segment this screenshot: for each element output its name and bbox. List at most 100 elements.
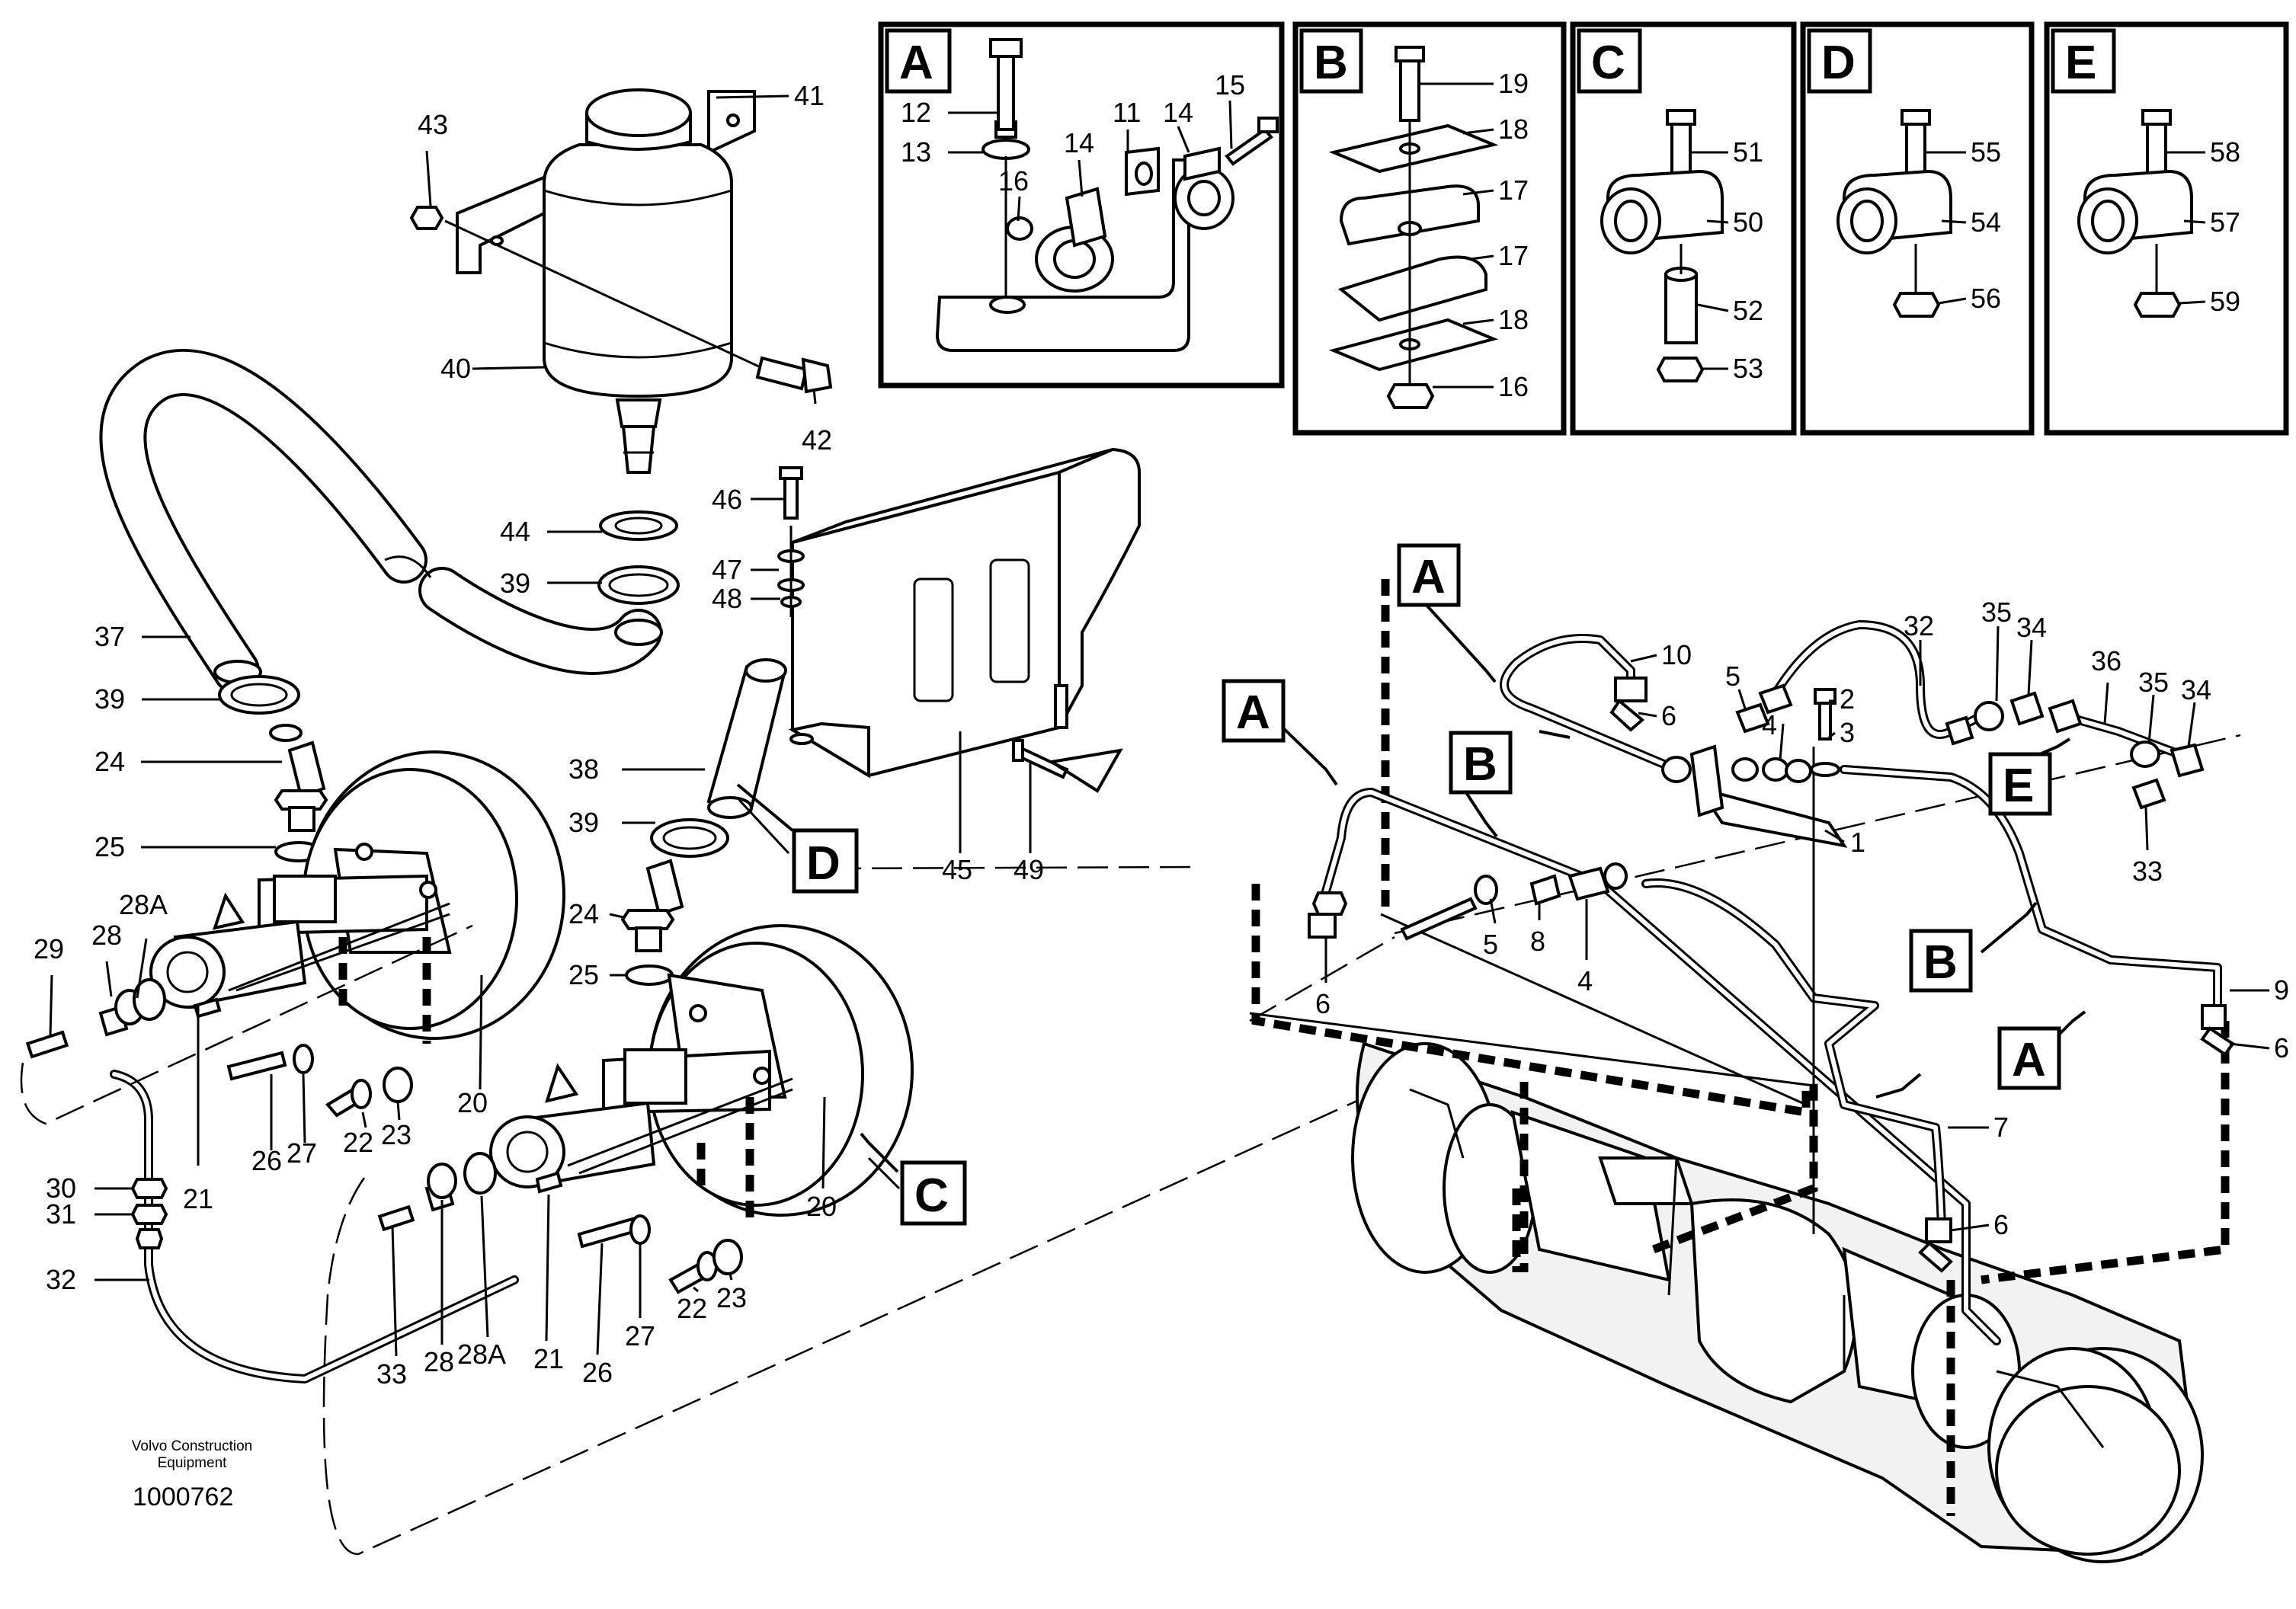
callout-43: 43 xyxy=(418,109,448,140)
callout-35-top: 35 xyxy=(1981,597,2012,628)
callout-44: 44 xyxy=(500,516,530,547)
callout-21-left: 21 xyxy=(183,1183,213,1214)
callout-18-top: 18 xyxy=(1498,114,1529,145)
callout-54: 54 xyxy=(1971,206,2001,238)
callout-26-left: 26 xyxy=(251,1145,282,1176)
hose-clamp-39-left xyxy=(218,675,300,715)
right-cylinder-fittings xyxy=(377,1152,743,1294)
callout-16-a: 16 xyxy=(998,165,1029,197)
callout-39-left: 39 xyxy=(94,683,125,715)
callout-33-right: 33 xyxy=(2132,856,2163,887)
pipe-10 xyxy=(1500,634,1681,774)
fluid-reservoir xyxy=(456,88,756,474)
left-cylinder-fittings xyxy=(25,978,413,1118)
view-tag-b-1: B xyxy=(1449,731,1513,795)
view-tag-b-2-letter: B xyxy=(1923,936,1958,989)
callout-10: 10 xyxy=(1661,639,1692,670)
detail-box-e-letter: E xyxy=(2065,37,2096,89)
callout-17-top: 17 xyxy=(1498,174,1529,206)
callout-28a-left: 28A xyxy=(119,889,168,920)
callout-56: 56 xyxy=(1971,283,2001,314)
detail-box-c-letter: C xyxy=(1591,37,1625,89)
callout-17-bottom: 17 xyxy=(1498,240,1529,271)
bolt-42 xyxy=(755,356,809,391)
view-tag-a-2-letter: A xyxy=(1236,686,1270,739)
callout-46: 46 xyxy=(712,484,742,515)
callout-25-right: 25 xyxy=(568,959,599,990)
axle-housing xyxy=(1351,1041,2204,1563)
view-tag-b-1-letter: B xyxy=(1463,738,1497,791)
callout-28a-right: 28A xyxy=(457,1339,506,1370)
callout-23-left: 23 xyxy=(381,1119,411,1150)
callout-4-bottom: 4 xyxy=(1577,965,1593,996)
callout-58: 58 xyxy=(2210,136,2240,168)
callout-41: 41 xyxy=(794,80,825,111)
callout-22-left: 22 xyxy=(343,1127,373,1158)
callout-39-right: 39 xyxy=(568,807,599,838)
callout-7: 7 xyxy=(1993,1112,2009,1143)
callout-23-right: 23 xyxy=(716,1282,747,1313)
right-fittings xyxy=(1308,677,2235,1273)
callout-20-left: 20 xyxy=(457,1087,488,1118)
view-tag-a-3: A xyxy=(1997,1026,2061,1090)
footer-block: Volvo Construction Equipment 1000762 xyxy=(132,1438,252,1511)
detail-box-d-letter: D xyxy=(1821,37,1856,89)
callout-6-left: 6 xyxy=(1315,988,1331,1019)
callout-38: 38 xyxy=(568,753,599,785)
callout-14-a1: 14 xyxy=(1064,127,1094,158)
callout-42: 42 xyxy=(802,424,832,456)
seal-ring-44 xyxy=(599,510,678,541)
view-tag-a-2: A xyxy=(1222,679,1286,743)
callout-15: 15 xyxy=(1215,69,1245,101)
callout-48: 48 xyxy=(712,583,742,614)
clutch-cylinder-right xyxy=(489,859,914,1219)
coupling-31 xyxy=(130,1204,168,1225)
pin-49 xyxy=(1012,739,1123,793)
callout-6-right: 6 xyxy=(2274,1032,2289,1064)
callout-11: 11 xyxy=(1113,97,1141,128)
callout-45: 45 xyxy=(942,854,972,885)
hose-clamp-39-top xyxy=(597,565,680,605)
callout-27-right: 27 xyxy=(625,1320,655,1351)
leader-lines xyxy=(49,82,2270,1357)
callout-40: 40 xyxy=(440,353,471,384)
view-tag-a-3-letter: A xyxy=(2012,1034,2046,1086)
callout-53: 53 xyxy=(1733,353,1763,384)
callout-6-bottom: 6 xyxy=(1993,1209,2009,1240)
view-tag-a-1: A xyxy=(1397,543,1461,607)
drawing-number: 1000762 xyxy=(133,1483,233,1511)
detail-box-d: D xyxy=(1800,21,2035,436)
callout-49: 49 xyxy=(1014,854,1044,885)
callout-19: 19 xyxy=(1498,68,1529,99)
view-tag-c: C xyxy=(900,1160,967,1226)
maker-line-1: Volvo Construction xyxy=(132,1438,252,1454)
callout-50: 50 xyxy=(1733,206,1763,238)
callout-28-right: 28 xyxy=(424,1346,454,1377)
detail-box-b: B xyxy=(1292,21,1567,436)
callout-33-left: 33 xyxy=(376,1358,407,1390)
detail-box-a-letter: A xyxy=(899,37,933,89)
callout-57: 57 xyxy=(2210,206,2240,238)
view-tag-e: E xyxy=(1988,752,2052,816)
callout-34-bottom: 34 xyxy=(2181,674,2211,705)
callout-25-left: 25 xyxy=(94,831,125,862)
clutch-cylinder-left xyxy=(149,724,565,1044)
callout-6-top: 6 xyxy=(1661,700,1676,731)
callout-numbers: 41 43 40 42 44 39 37 39 24 25 28A 28 29 … xyxy=(34,68,2289,1390)
view-tag-b-2: B xyxy=(1909,929,1973,993)
pipe-32-left xyxy=(110,1070,519,1383)
callout-29: 29 xyxy=(34,933,64,964)
callout-55: 55 xyxy=(1971,136,2001,168)
detail-box-c: C xyxy=(1570,21,1797,436)
view-tag-d-letter: D xyxy=(806,837,841,890)
callout-4-top: 4 xyxy=(1762,709,1777,741)
callout-9: 9 xyxy=(2274,974,2289,1006)
callout-35-bottom: 35 xyxy=(2138,667,2169,698)
callout-18-bottom: 18 xyxy=(1498,304,1529,335)
callout-21-right: 21 xyxy=(533,1343,564,1374)
callout-2: 2 xyxy=(1840,683,1855,715)
bolt-42-head xyxy=(801,357,833,394)
hose-clamp-39-right xyxy=(650,818,729,858)
